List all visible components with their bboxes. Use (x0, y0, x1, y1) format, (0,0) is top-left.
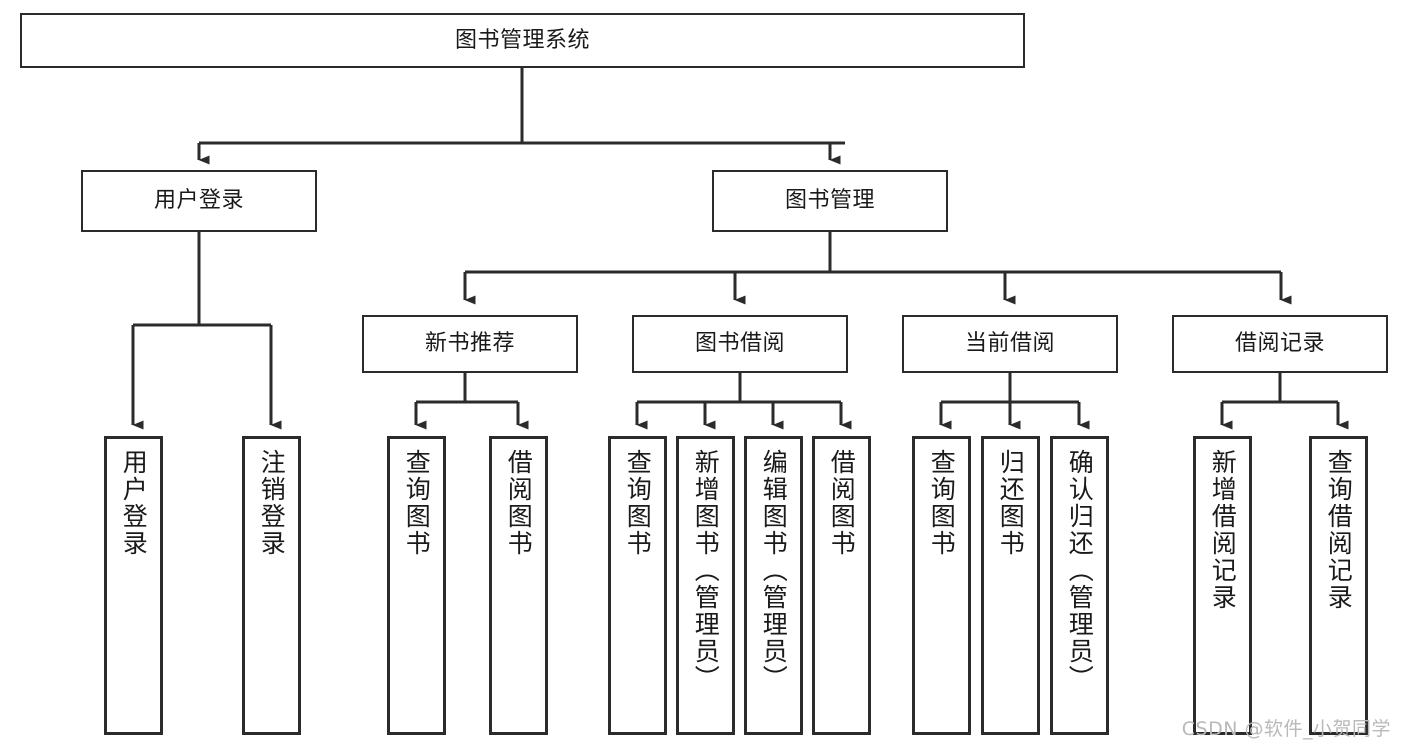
node-leaf-query-book-1-label: 查询图书 (402, 449, 432, 557)
node-leaf-query-book-3[interactable]: 查询图书 (912, 436, 971, 735)
node-leaf-query-book-3-label: 查询图书 (927, 449, 957, 557)
node-leaf-query-book-2-label: 查询图书 (623, 449, 653, 557)
node-borrow-record[interactable]: 借阅记录 (1172, 315, 1388, 373)
node-leaf-confirm-return-label: 确认归还（管理员） (1065, 449, 1095, 692)
node-leaf-add-record-label: 新增借阅记录 (1208, 449, 1238, 611)
node-leaf-user-logout-label: 注销登录 (257, 449, 287, 557)
node-leaf-user-logout[interactable]: 注销登录 (242, 436, 301, 735)
node-leaf-borrow-book-1[interactable]: 借阅图书 (489, 436, 548, 735)
node-user-login-label: 用户登录 (153, 188, 244, 214)
node-leaf-confirm-return[interactable]: 确认归还（管理员） (1050, 436, 1109, 735)
node-root-label: 图书管理系统 (454, 27, 590, 53)
watermark-csdn: CSDN @软件_小贺同学 (1181, 718, 1391, 740)
node-book-manage[interactable]: 图书管理 (712, 170, 948, 232)
node-leaf-borrow-book-1-label: 借阅图书 (504, 449, 534, 557)
node-leaf-borrow-book-2[interactable]: 借阅图书 (812, 436, 871, 735)
node-leaf-return-book-label: 归还图书 (996, 449, 1026, 557)
node-book-manage-label: 图书管理 (784, 188, 875, 214)
node-leaf-add-book-label: 新增图书（管理员） (691, 449, 721, 692)
node-leaf-query-record-label: 查询借阅记录 (1324, 449, 1354, 611)
node-leaf-edit-book-label: 编辑图书（管理员） (759, 449, 789, 692)
node-current-borrow-label: 当前借阅 (964, 331, 1055, 357)
node-leaf-user-login-label: 用户登录 (119, 449, 149, 557)
node-leaf-query-record[interactable]: 查询借阅记录 (1309, 436, 1368, 735)
node-borrow-record-label: 借阅记录 (1234, 331, 1325, 357)
node-leaf-add-book[interactable]: 新增图书（管理员） (676, 436, 735, 735)
node-current-borrow[interactable]: 当前借阅 (902, 315, 1118, 373)
node-leaf-borrow-book-2-label: 借阅图书 (827, 449, 857, 557)
node-user-login[interactable]: 用户登录 (81, 170, 317, 232)
node-book-borrow[interactable]: 图书借阅 (632, 315, 848, 373)
node-new-book-rec[interactable]: 新书推荐 (362, 315, 578, 373)
node-leaf-user-login[interactable]: 用户登录 (104, 436, 163, 735)
node-leaf-add-record[interactable]: 新增借阅记录 (1193, 436, 1252, 735)
node-leaf-return-book[interactable]: 归还图书 (981, 436, 1040, 735)
node-root[interactable]: 图书管理系统 (20, 13, 1025, 68)
node-book-borrow-label: 图书借阅 (694, 331, 785, 357)
node-leaf-edit-book[interactable]: 编辑图书（管理员） (744, 436, 803, 735)
node-leaf-query-book-1[interactable]: 查询图书 (387, 436, 446, 735)
node-new-book-rec-label: 新书推荐 (424, 331, 515, 357)
node-leaf-query-book-2[interactable]: 查询图书 (608, 436, 667, 735)
